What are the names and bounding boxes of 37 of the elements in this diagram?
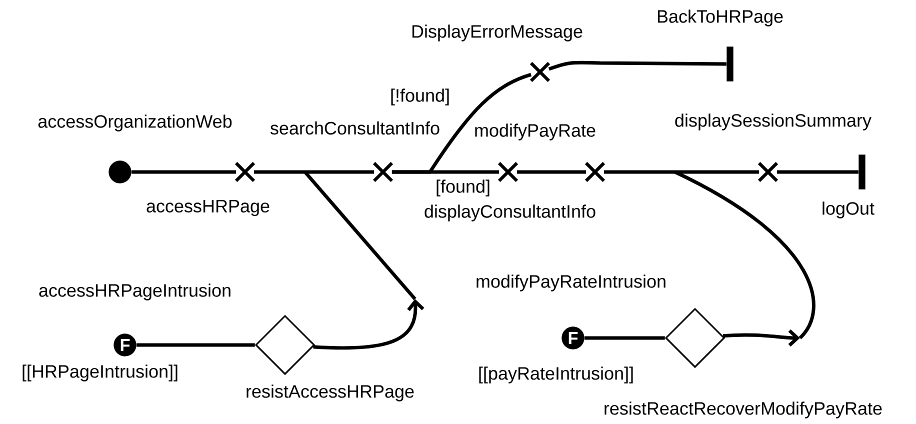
- path-line: [516, 170, 586, 174]
- responsibility-cross: [497, 161, 519, 183]
- node-label: modifyPayRate: [475, 124, 596, 140]
- node-label: logOut: [822, 202, 874, 218]
- edge-label: [found]: [434, 178, 492, 198]
- node-label: resistReactRecoverModifyPayRate: [604, 402, 882, 418]
- path-line: [548, 60, 726, 71]
- responsibility-cross: [757, 161, 779, 183]
- end-bar: [858, 154, 866, 190]
- node-label: resistAccessHRPage: [246, 384, 414, 402]
- end-bar: [726, 46, 734, 82]
- path-line: [132, 170, 236, 174]
- node-label: displayConsultantInfo: [424, 204, 596, 222]
- path-label: modifyPayRateIntrusion: [476, 274, 666, 292]
- node-label: BackToHRPage: [658, 10, 783, 26]
- path-line: [392, 170, 500, 174]
- node-label: DisplayErrorMessage: [412, 24, 582, 42]
- path-line: [776, 170, 858, 174]
- node-label: accessOrganizationWeb: [38, 114, 232, 132]
- node-label: displaySessionSummary: [675, 114, 872, 130]
- node-label: searchConsultantInfo: [270, 121, 440, 135]
- responsibility-cross: [529, 61, 551, 83]
- path-line: [722, 329, 800, 347]
- node-label: accessHRPageIntrusion: [39, 284, 230, 300]
- path-line: [584, 336, 665, 340]
- path-line: [254, 170, 374, 174]
- node-label: [[HRPageIntrusion]]: [22, 364, 178, 382]
- responsibility-cross: [372, 161, 394, 183]
- node-label: [[payRateIntrusion]]: [479, 366, 633, 384]
- edge-label: [!found]: [388, 87, 452, 107]
- node-label: accessHRPage: [146, 200, 270, 216]
- responsibility-cross: [234, 161, 256, 183]
- path-line: [313, 299, 424, 350]
- start-point: [108, 160, 132, 184]
- path-line: [604, 170, 760, 174]
- responsibility-cross: [584, 161, 606, 183]
- path-line: [136, 343, 255, 347]
